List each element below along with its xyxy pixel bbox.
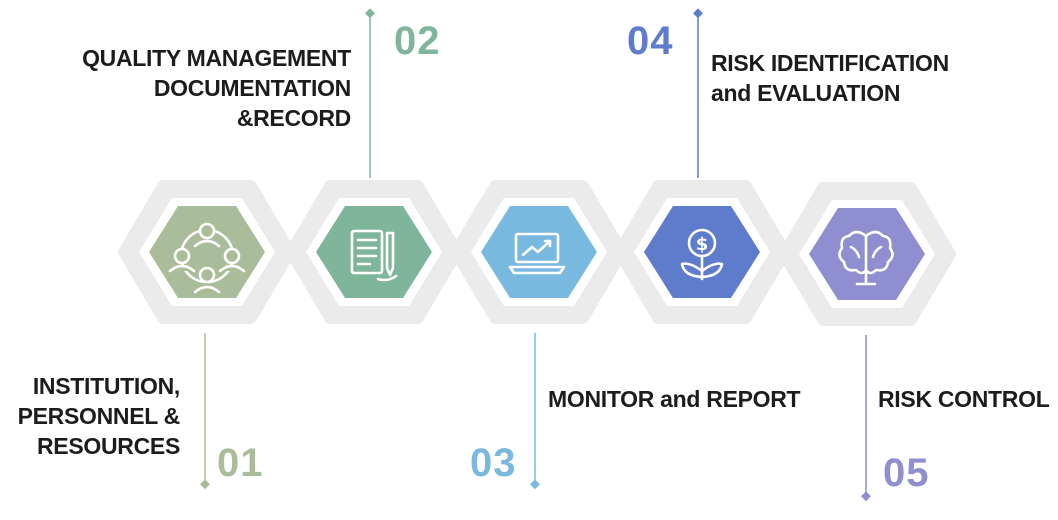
step-number-01: 01 <box>217 441 264 485</box>
step-title-01: INSTITUTION, PERSONNEL & RESOURCES <box>17 373 181 459</box>
people-network-icon <box>168 222 246 294</box>
document-pen-icon <box>350 229 398 282</box>
step-number-05: 05 <box>883 451 930 495</box>
step-number-03: 03 <box>470 441 517 485</box>
step-title-05: RISK CONTROL <box>878 386 1050 412</box>
laptop-chart-icon <box>508 232 566 275</box>
connector-marker-05 <box>861 491 871 502</box>
step-hexagon-04 <box>613 180 791 324</box>
step-title-04: RISK IDENTIFICATION and EVALUATION <box>711 50 949 106</box>
step-title-02: QUALITY MANAGEMENT DOCUMENTATION &RECORD <box>82 45 351 131</box>
step-title-03: MONITOR and REPORT <box>548 386 801 412</box>
step-hexagon-01 <box>118 180 296 324</box>
step-number-04: 04 <box>627 19 674 63</box>
step-hexagon-02 <box>285 180 463 324</box>
brain-icon <box>838 230 894 286</box>
svg-text:$: $ <box>696 234 709 255</box>
connector-marker-04 <box>693 8 703 19</box>
step-number-02: 02 <box>394 19 441 63</box>
connector-marker-03 <box>530 479 540 490</box>
connector-marker-01 <box>200 479 210 490</box>
money-plant-icon: $ <box>680 228 724 281</box>
connector-marker-02 <box>365 8 375 19</box>
